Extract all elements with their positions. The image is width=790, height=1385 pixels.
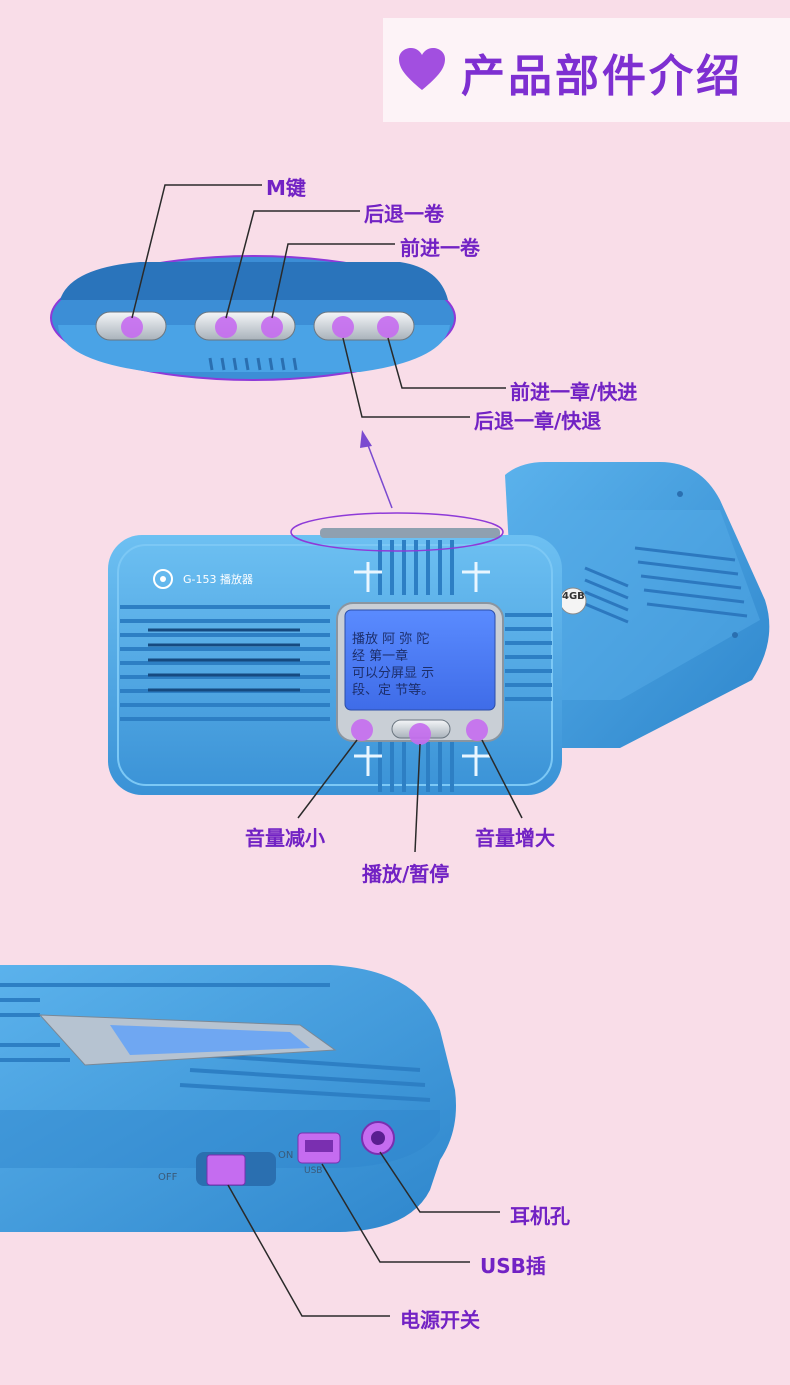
- screen-line-4: 段、定 节等。: [352, 683, 435, 698]
- switch-off-text: OFF: [158, 1172, 178, 1183]
- label-play-pause: 播放/暂停: [362, 862, 450, 886]
- page-title: 产品部件介绍: [461, 51, 743, 102]
- label-power-switch: 电源开关: [400, 1308, 480, 1332]
- front-device: [108, 462, 770, 853]
- label-next-volume: 前进一卷: [400, 236, 480, 260]
- title-banner: 产品部件介绍: [383, 18, 790, 122]
- screen-line-1: 播放 阿 弥 陀: [352, 632, 430, 647]
- brand-logo: [153, 569, 173, 589]
- label-headphone: 耳机孔: [510, 1204, 570, 1228]
- label-usb: USB插: [480, 1254, 546, 1278]
- model-text: G-153 播放器: [183, 573, 253, 586]
- storage-text: 4GB: [562, 591, 585, 602]
- label-volume-up: 音量增大: [475, 826, 555, 850]
- screen-line-2: 经 第一章: [352, 649, 409, 664]
- label-volume-down: 音量减小: [245, 826, 325, 850]
- label-m-key: M键: [266, 176, 306, 200]
- side-device: [0, 965, 500, 1317]
- switch-on-text: ON: [278, 1150, 294, 1161]
- label-next-chapter: 前进一章/快进: [510, 380, 638, 404]
- zoom-arrow: [360, 430, 393, 509]
- screen-line-3: 可以分屏显 示: [352, 666, 435, 681]
- heart-icon: [399, 48, 445, 90]
- usb-mark-text: USB: [304, 1166, 323, 1176]
- label-prev-chapter: 后退一章/快退: [474, 409, 602, 433]
- top-buttons-zoom: [50, 184, 506, 418]
- label-prev-volume: 后退一卷: [364, 202, 444, 226]
